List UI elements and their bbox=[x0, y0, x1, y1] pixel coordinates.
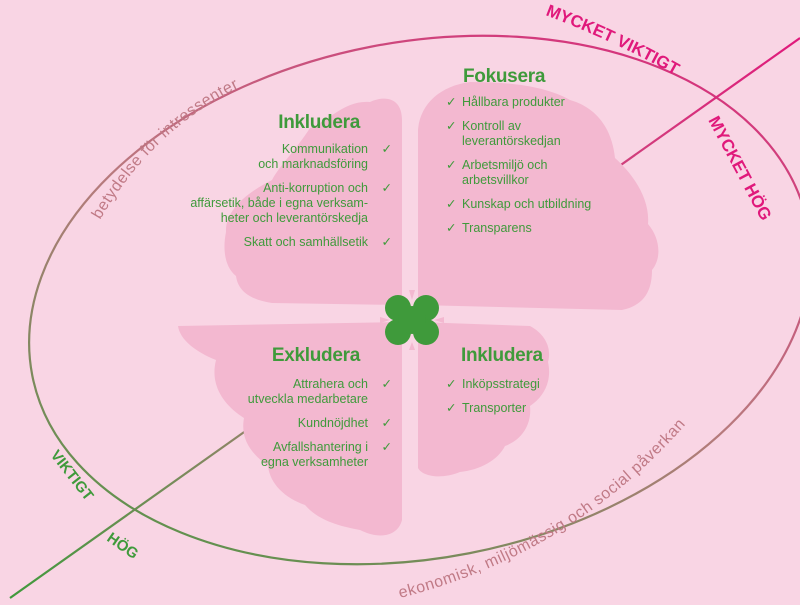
item-label: Transparens bbox=[462, 221, 532, 235]
list-item: ✓ Kontroll av leverantörskedjan bbox=[446, 119, 636, 149]
item-label: Kundnöjdhet bbox=[297, 416, 368, 430]
clover-icon bbox=[380, 290, 444, 350]
item-label: Avfallshantering i egna verksamheter bbox=[260, 440, 368, 469]
list-item: ✓ Kommunikation och marknadsföring bbox=[170, 142, 392, 172]
item-list: ✓ Inköpsstrategi ✓ Transporter bbox=[446, 377, 596, 416]
item-label: Attrahera och utveckla medarbetare bbox=[247, 377, 368, 406]
leaf-top-right bbox=[418, 82, 659, 310]
check-icon: ✓ bbox=[381, 142, 392, 156]
item-label: Anti-korruption och affärsetik, både i e… bbox=[190, 181, 368, 225]
quadrant-top-right: Fokusera ✓ Hållbara produkter ✓ Kontroll av… bbox=[446, 66, 636, 245]
list-item: ✓ Transporter bbox=[446, 401, 596, 416]
leaf-bottom-left bbox=[178, 322, 402, 536]
check-icon: ✓ bbox=[381, 235, 392, 249]
item-label: Hållbara produkter bbox=[462, 95, 565, 109]
list-item: ✓ Anti-korruption och affärsetik, både i … bbox=[170, 181, 392, 226]
check-icon: ✓ bbox=[446, 221, 457, 235]
item-label: Kunskap och utbildning bbox=[462, 197, 592, 211]
check-icon: ✓ bbox=[446, 377, 457, 391]
list-item: ✓ Skatt och samhällsetik bbox=[170, 235, 392, 250]
quadrant-title: Exkludera bbox=[271, 345, 360, 366]
check-icon: ✓ bbox=[446, 401, 457, 415]
item-label: Kommunikation och marknadsföring bbox=[258, 142, 368, 171]
list-item: ✓ Hållbara produkter bbox=[446, 95, 636, 110]
list-item: ✓ Attrahera och utveckla medarbetare bbox=[190, 377, 392, 407]
list-item: ✓ Arbetsmiljö och arbetsvillkor bbox=[446, 158, 636, 188]
quadrant-title: Inkludera bbox=[461, 345, 543, 366]
quadrant-title: Inkludera bbox=[278, 112, 360, 133]
item-list: ✓ Hållbara produkter ✓ Kontroll av leverant… bbox=[446, 95, 636, 236]
item-label: Inköpsstrategi bbox=[462, 377, 540, 391]
quadrant-title: Fokusera bbox=[463, 66, 546, 87]
quadrant-top-left: Inkludera ✓ Kommunikation och marknadsför… bbox=[170, 112, 392, 259]
list-item: ✓ Kunskap och utbildning bbox=[446, 197, 636, 212]
item-label: Kontroll av leverantörskedjan bbox=[462, 119, 561, 148]
check-icon: ✓ bbox=[381, 416, 392, 430]
leaf-bottom-right bbox=[418, 322, 550, 477]
quadrant-bottom-right: Inkludera ✓ Inköpsstrategi ✓ Transporter bbox=[446, 345, 596, 425]
quadrant-bottom-left: Exkludera ✓ Attrahera och utveckla medarb… bbox=[190, 345, 392, 479]
check-icon: ✓ bbox=[446, 158, 457, 172]
check-icon: ✓ bbox=[381, 181, 392, 195]
item-label: Transporter bbox=[462, 401, 527, 415]
leaf-top-left bbox=[224, 98, 402, 305]
check-icon: ✓ bbox=[446, 197, 457, 211]
item-label: Skatt och samhällsetik bbox=[243, 235, 368, 249]
check-icon: ✓ bbox=[446, 95, 457, 109]
list-item: ✓ Avfallshantering i egna verksamheter bbox=[190, 440, 392, 470]
list-item: ✓ Transparens bbox=[446, 221, 636, 236]
item-list: ✓ Attrahera och utveckla medarbetare ✓ Kund… bbox=[190, 377, 392, 470]
leaves bbox=[178, 82, 659, 536]
item-label: Arbetsmiljö och arbetsvillkor bbox=[462, 158, 548, 187]
list-item: ✓ Kundnöjdhet bbox=[190, 416, 392, 431]
very-high-label: MYCKET HÖG bbox=[704, 113, 775, 224]
item-list: ✓ Kommunikation och marknadsföring ✓ Anti-k… bbox=[170, 142, 392, 250]
check-icon: ✓ bbox=[381, 440, 392, 454]
high-label: HÖG bbox=[104, 529, 142, 563]
check-icon: ✓ bbox=[446, 119, 457, 133]
check-icon: ✓ bbox=[381, 377, 392, 391]
list-item: ✓ Inköpsstrategi bbox=[446, 377, 596, 392]
